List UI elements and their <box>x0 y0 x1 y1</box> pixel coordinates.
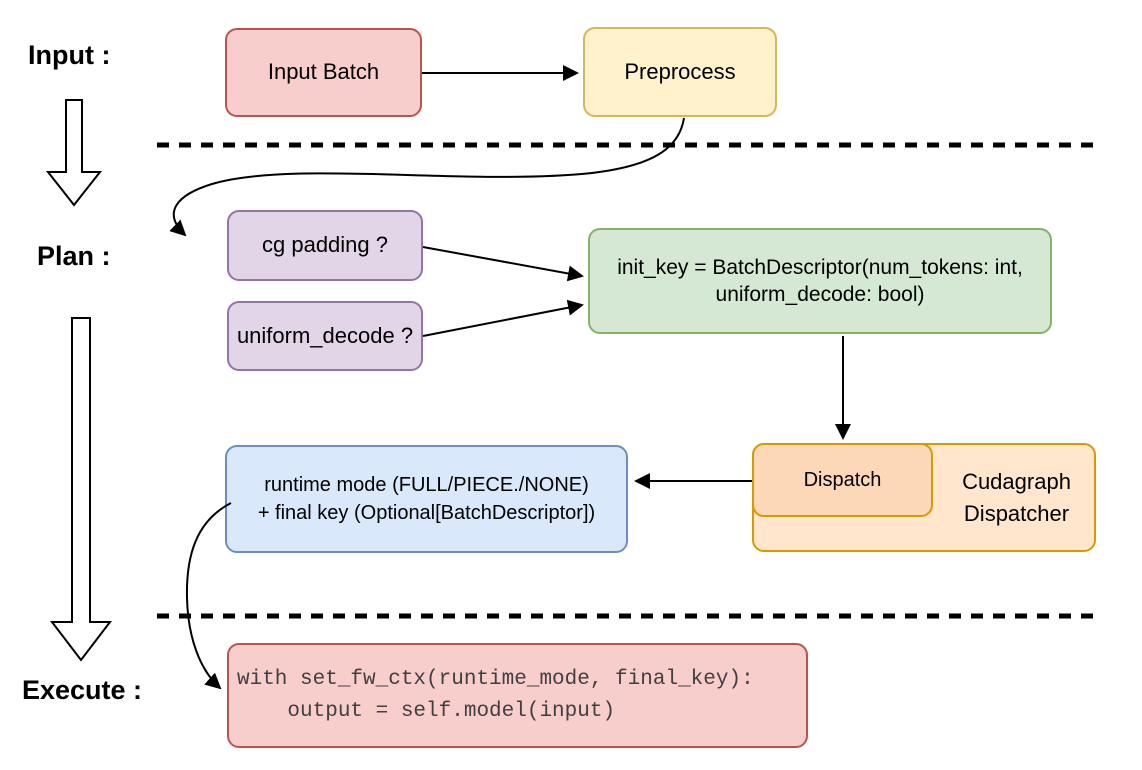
execute-code-line1: with set_fw_ctx(runtime_mode, final_key)… <box>237 668 754 691</box>
cudagraph-line1: Cudagraph <box>962 468 1071 494</box>
node-preprocess-label: Preprocess <box>624 58 736 84</box>
stage-label-input: Input : <box>28 40 111 70</box>
node-init-key: init_key = BatchDescriptor(num_tokens: i… <box>588 228 1052 334</box>
node-preprocess: Preprocess <box>583 27 777 117</box>
stage-arrow-input-to-plan <box>45 99 103 207</box>
node-cg-padding-label: cg padding ? <box>262 232 388 258</box>
stage-arrow-plan-to-execute <box>49 317 113 662</box>
node-execute-code: with set_fw_ctx(runtime_mode, final_key)… <box>227 643 808 748</box>
node-uniform-decode: uniform_decode ? <box>227 301 423 371</box>
node-dispatch-label: Dispatch <box>803 469 882 491</box>
execute-code-line2: output = self.model(input) <box>237 699 616 723</box>
node-input-batch-label: Input Batch <box>267 59 380 85</box>
stage-label-plan: Plan : <box>37 241 111 271</box>
cudagraph-line2: Dispatcher <box>963 500 1070 526</box>
node-runtime-line2: + final key (Optional[BatchDescriptor]) <box>257 502 596 524</box>
connector-uniformdecode-to-initkey <box>422 299 584 337</box>
node-uniform-decode-label: uniform_decode ? <box>236 322 414 348</box>
node-runtime-line1: runtime mode (FULL/PIECE./NONE) <box>264 474 589 496</box>
node-input-batch: Input Batch <box>225 28 422 117</box>
node-cg-padding: cg padding ? <box>227 210 423 281</box>
node-runtime-result: runtime mode (FULL/PIECE./NONE) + final … <box>225 445 628 553</box>
node-cudagraph-dispatcher-label: Cudagraph Dispatcher <box>935 445 1098 550</box>
node-init-key-line2: uniform_decode: bool) <box>715 283 925 306</box>
stage-label-execute: Execute : <box>22 675 143 705</box>
connector-cgpadding-to-initkey <box>422 246 584 282</box>
node-init-key-line1: init_key = BatchDescriptor(num_tokens: i… <box>617 255 1023 279</box>
node-dispatch: Dispatch <box>752 443 933 517</box>
